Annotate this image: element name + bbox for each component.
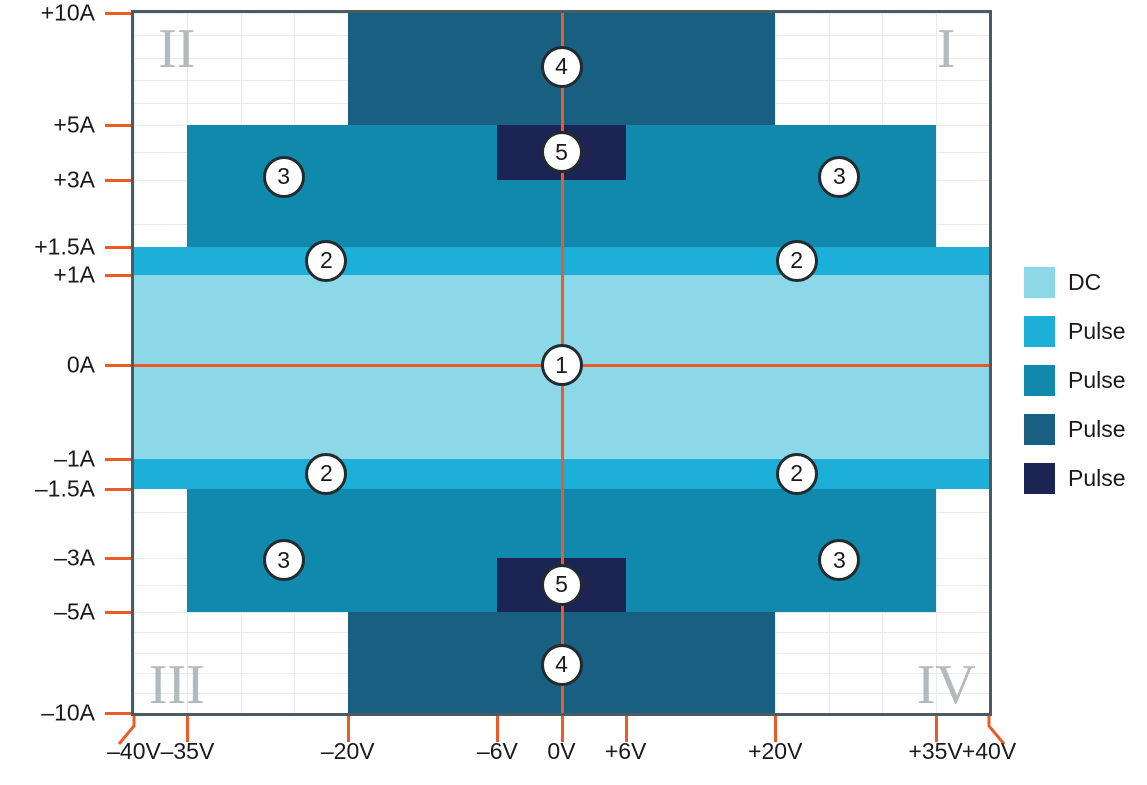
y-axis-tick xyxy=(105,273,131,277)
legend-swatch xyxy=(1024,365,1055,396)
legend-label: Pulse xyxy=(1068,367,1126,393)
y-axis-label: –1A xyxy=(54,445,95,472)
x-axis-label: +20V xyxy=(748,738,803,764)
x-axis-tick xyxy=(934,716,938,742)
callout-5: 5 xyxy=(540,563,583,606)
x-axis-tick xyxy=(186,716,190,742)
quadrant-label-I: I xyxy=(936,17,956,80)
x-axis-tick xyxy=(346,716,350,742)
y-axis-label: –5A xyxy=(54,598,95,625)
x-axis-tick xyxy=(560,716,564,742)
gridline-horizontal xyxy=(134,713,989,714)
quadrant-label-IV: IV xyxy=(916,653,976,716)
legend-item: Pulse xyxy=(1024,311,1126,352)
y-axis-tick xyxy=(105,364,131,368)
y-axis-label: +5A xyxy=(53,111,95,138)
x-axis-tick xyxy=(496,716,500,742)
y-axis-tick xyxy=(105,245,131,249)
callout-2: 2 xyxy=(305,239,348,282)
quadrant-label-II: II xyxy=(158,17,196,80)
legend-swatch xyxy=(1024,414,1055,445)
y-axis-tick xyxy=(105,611,131,615)
callout-4: 4 xyxy=(540,643,583,686)
x-axis-label: –20V xyxy=(320,738,375,764)
y-axis-tick xyxy=(105,12,131,15)
x-axis-tick xyxy=(774,716,778,742)
x-axis-tick-bent xyxy=(117,716,136,745)
gridline-vertical xyxy=(989,13,990,713)
quadrant-label-III: III xyxy=(148,653,205,716)
callout-3: 3 xyxy=(262,155,305,198)
callout-3: 3 xyxy=(262,539,305,582)
callout-1: 1 xyxy=(540,344,583,387)
legend-item: Pulse xyxy=(1024,458,1126,499)
x-axis-label: –6V xyxy=(476,738,518,764)
y-axis-tick xyxy=(105,712,131,715)
x-axis-label: –40V xyxy=(107,738,161,764)
callout-4: 4 xyxy=(540,45,583,88)
callout-2: 2 xyxy=(305,452,348,495)
y-axis-tick xyxy=(105,556,131,560)
callout-3: 3 xyxy=(818,539,861,582)
y-axis-label: +1.5A xyxy=(34,233,95,260)
y-axis-label: 0A xyxy=(66,351,95,378)
legend-label: Pulse xyxy=(1068,465,1126,491)
y-axis-label: –10A xyxy=(41,699,95,726)
x-axis-label: +40V xyxy=(961,738,1017,764)
x-axis-label: +6V xyxy=(604,738,647,764)
y-axis-tick xyxy=(105,178,131,182)
y-axis-tick xyxy=(105,488,131,491)
x-axis-tick-bent xyxy=(987,716,1006,745)
legend-swatch xyxy=(1024,316,1055,347)
callout-2: 2 xyxy=(775,239,818,282)
x-axis-label: –35V xyxy=(160,738,215,764)
legend-label: DC xyxy=(1068,269,1102,295)
legend-item: DC xyxy=(1024,262,1126,303)
y-axis-label: –3A xyxy=(54,544,95,571)
legend-label: Pulse xyxy=(1068,416,1126,442)
callout-2: 2 xyxy=(775,452,818,495)
y-axis-tick xyxy=(105,124,131,127)
y-axis-tick xyxy=(105,457,131,461)
x-axis-tick xyxy=(624,716,628,742)
legend-label: Pulse xyxy=(1068,318,1126,344)
legend-swatch xyxy=(1024,267,1055,298)
y-axis-label: +10A xyxy=(40,0,95,26)
x-axis-label: +35V xyxy=(908,738,963,764)
y-axis-label: +1A xyxy=(53,261,95,288)
callout-3: 3 xyxy=(818,155,861,198)
x-axis-label: 0V xyxy=(547,738,576,764)
legend-swatch xyxy=(1024,463,1055,494)
callout-5: 5 xyxy=(540,131,583,174)
y-axis-label: –1.5A xyxy=(34,475,95,502)
legend-item: Pulse xyxy=(1024,360,1126,401)
legend-item: Pulse xyxy=(1024,409,1126,450)
y-axis-label: +3A xyxy=(53,166,95,193)
